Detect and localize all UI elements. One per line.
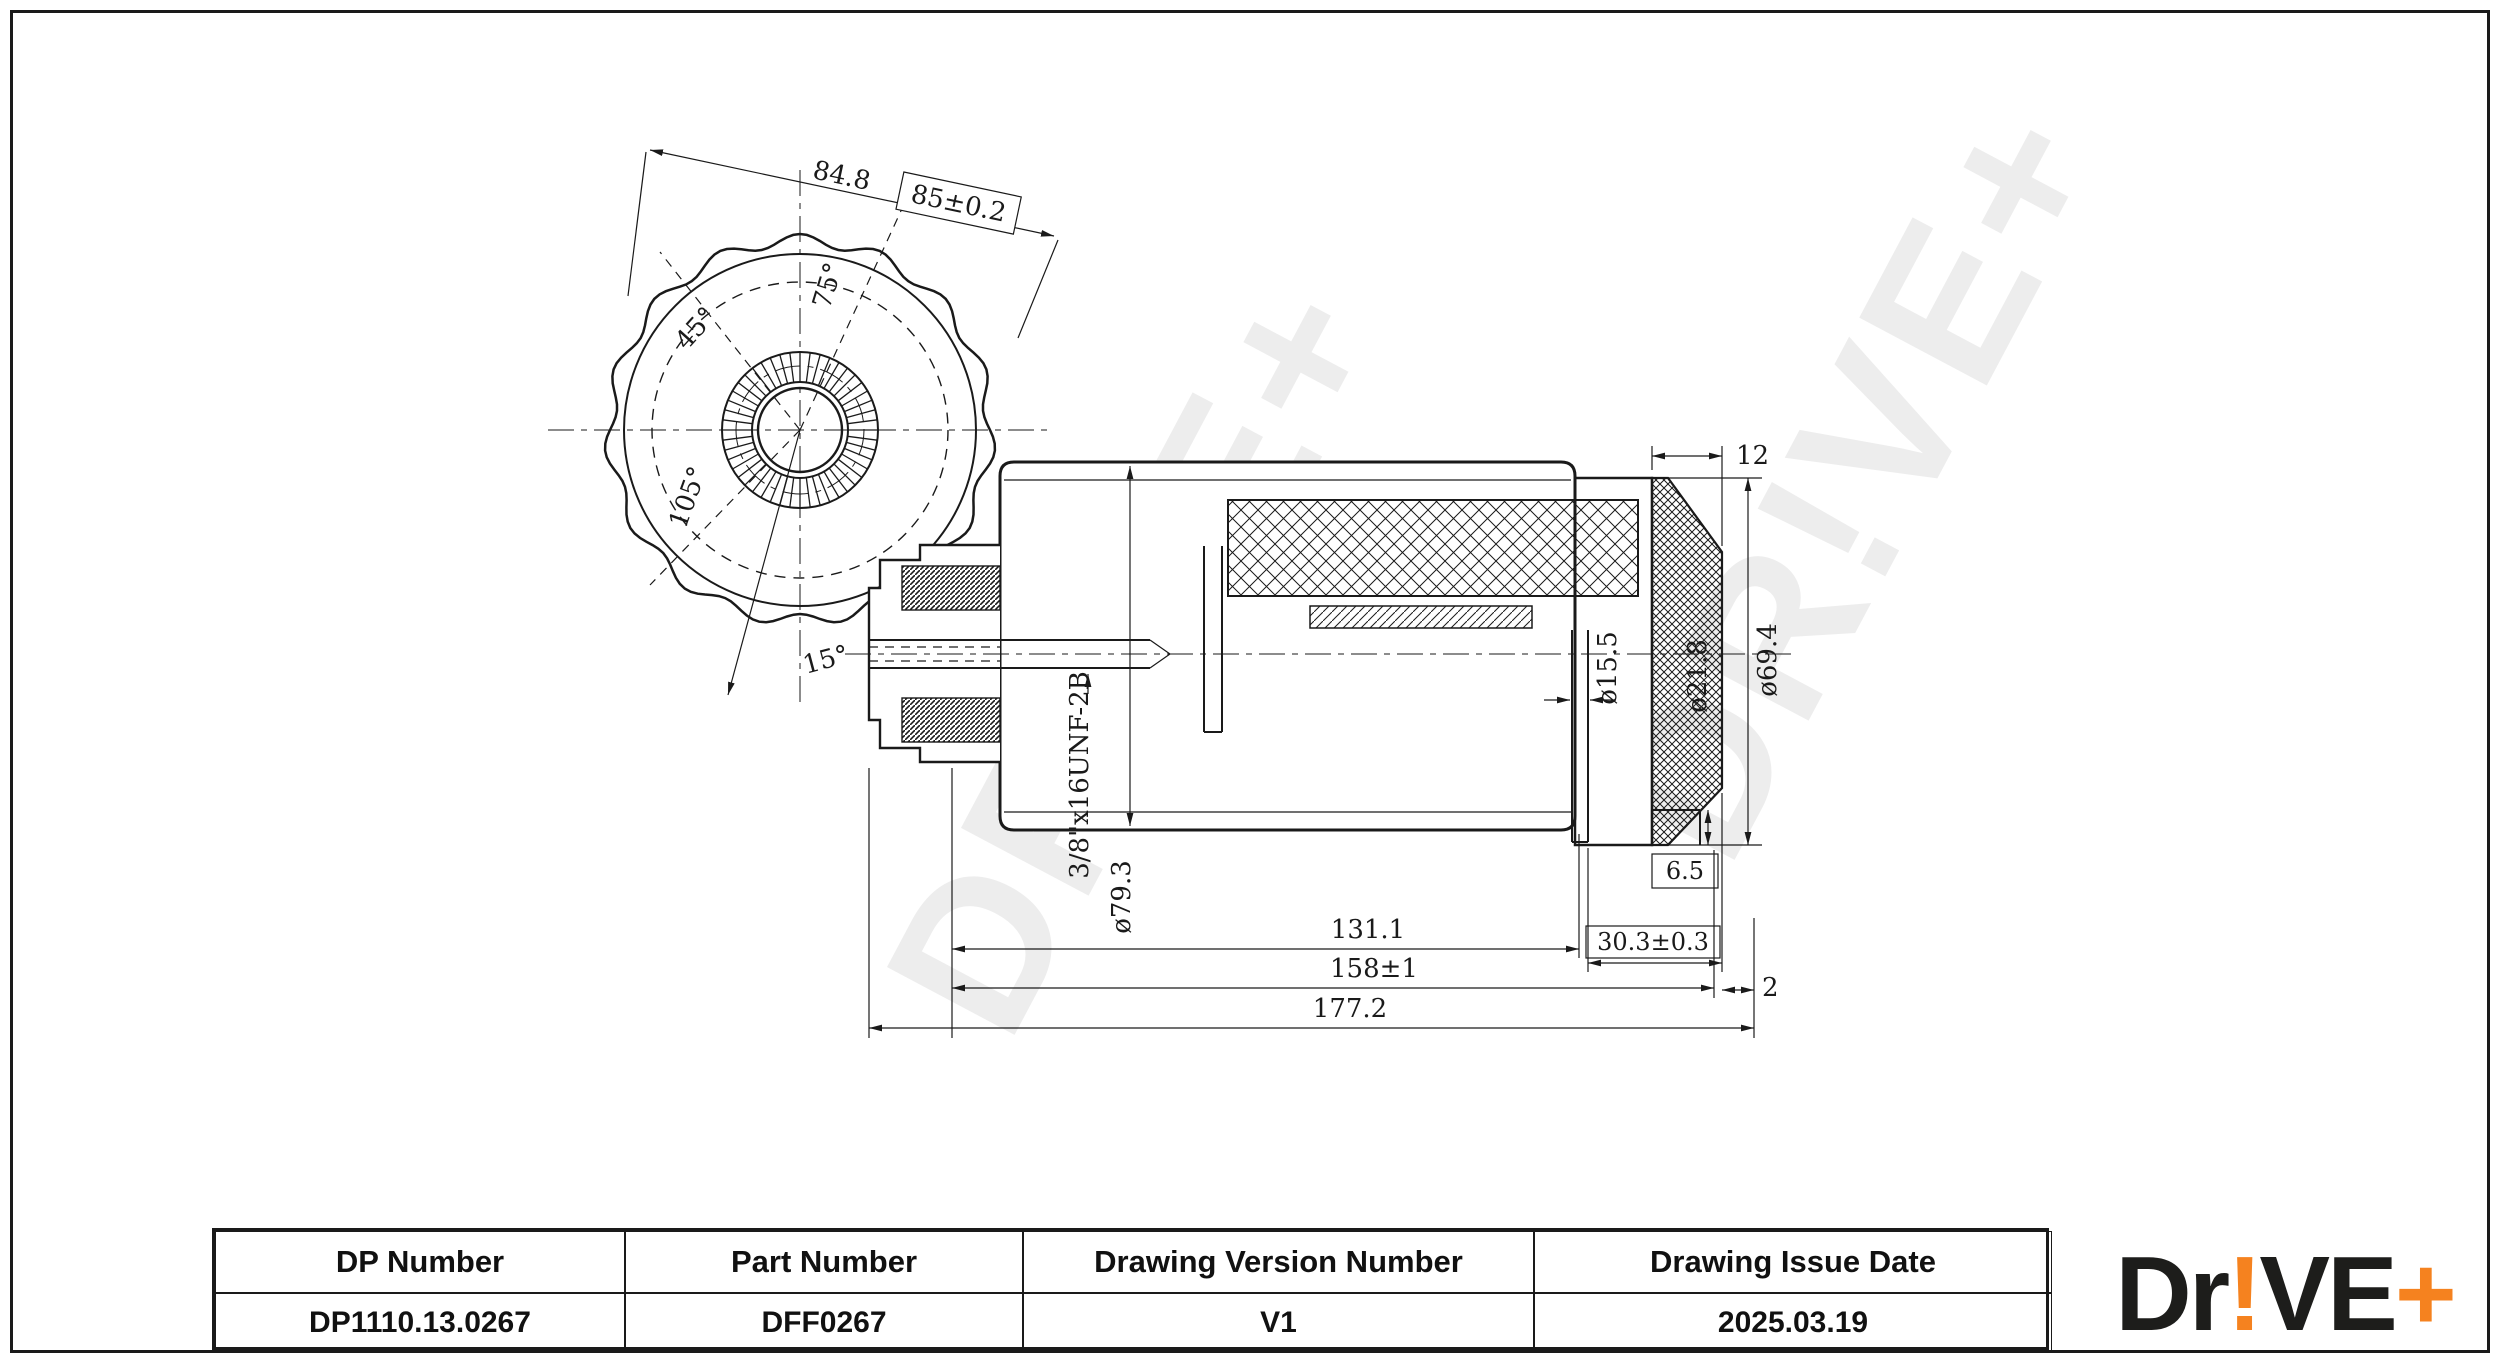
- dimensions: 12 ø69.4 ø15.5 ø21.8 ø79.3 6.5 3: [868, 441, 1783, 1038]
- boxed-dim-85: 85±0.2: [895, 171, 1022, 235]
- angle-line: [659, 251, 801, 431]
- dim-label-dia-69-4: ø69.4: [1753, 623, 1783, 697]
- filter-media-crosshatch: [1227, 499, 1639, 597]
- logo-plus: +: [2394, 1234, 2457, 1353]
- angle-line: [727, 429, 801, 696]
- logo-text-dr: Dr: [2115, 1234, 2230, 1353]
- dim-box: [1585, 925, 1721, 959]
- extension-line: [1017, 239, 1059, 339]
- dim-label-131-1: 131.1: [1331, 915, 1405, 945]
- dim-label-30-3: 30.3±0.3: [1597, 928, 1709, 956]
- dim-label-177-2: 177.2: [1313, 994, 1387, 1024]
- technical-drawing: 84.8 85±0.2 75° 45° 105° 15°: [548, 149, 1795, 1038]
- header-part-number: Part Number: [625, 1231, 1023, 1293]
- angle-label-15: 15°: [800, 640, 852, 681]
- seal-hatch-bottom: [901, 697, 1001, 743]
- angle-label-75: 75°: [807, 259, 849, 312]
- logo-text-ve: VE: [2259, 1234, 2397, 1353]
- header-dp-number: DP Number: [215, 1231, 625, 1293]
- dim-label-84-8: 84.8: [810, 155, 873, 196]
- seal-hatch-top: [901, 565, 1001, 611]
- value-drawing-version: V1: [1023, 1293, 1534, 1353]
- dim-label-2: 2: [1762, 973, 1779, 1003]
- dim-label-158: 158±1: [1330, 954, 1418, 984]
- drive-logo: Dr!VE+: [2082, 1235, 2487, 1353]
- angle-line: [649, 429, 801, 586]
- dim-label-12: 12: [1736, 441, 1769, 471]
- angle-line: [799, 199, 907, 431]
- value-issue-date: 2025.03.19: [1534, 1293, 2052, 1353]
- logo-bang: !: [2227, 1234, 2262, 1353]
- angle-label-105: 105°: [664, 463, 714, 532]
- title-block-table: DP Number Part Number Drawing Version Nu…: [212, 1228, 2052, 1353]
- header-drawing-version: Drawing Version Number: [1023, 1231, 1534, 1293]
- thread-spec-label: 3/8"x16UNF-2B: [1065, 671, 1095, 879]
- dim-label-6-5: 6.5: [1666, 857, 1704, 885]
- knurl-teeth: [722, 352, 878, 508]
- side-view: [845, 460, 1795, 847]
- dim-box: [895, 171, 1022, 235]
- dim-label-dia-15-5: ø15.5: [1593, 631, 1623, 705]
- filter-media-strip: [1309, 605, 1533, 629]
- value-part-number: DFF0267: [625, 1293, 1023, 1353]
- extension-line: [627, 151, 647, 297]
- dim-label-dia-21-8: ø21.8: [1683, 639, 1713, 713]
- dim-label-dia-79-3: ø79.3: [1107, 860, 1137, 934]
- header-issue-date: Drawing Issue Date: [1534, 1231, 2052, 1293]
- value-dp-number: DP1110.13.0267: [215, 1293, 625, 1353]
- dim-box: [1651, 853, 1719, 889]
